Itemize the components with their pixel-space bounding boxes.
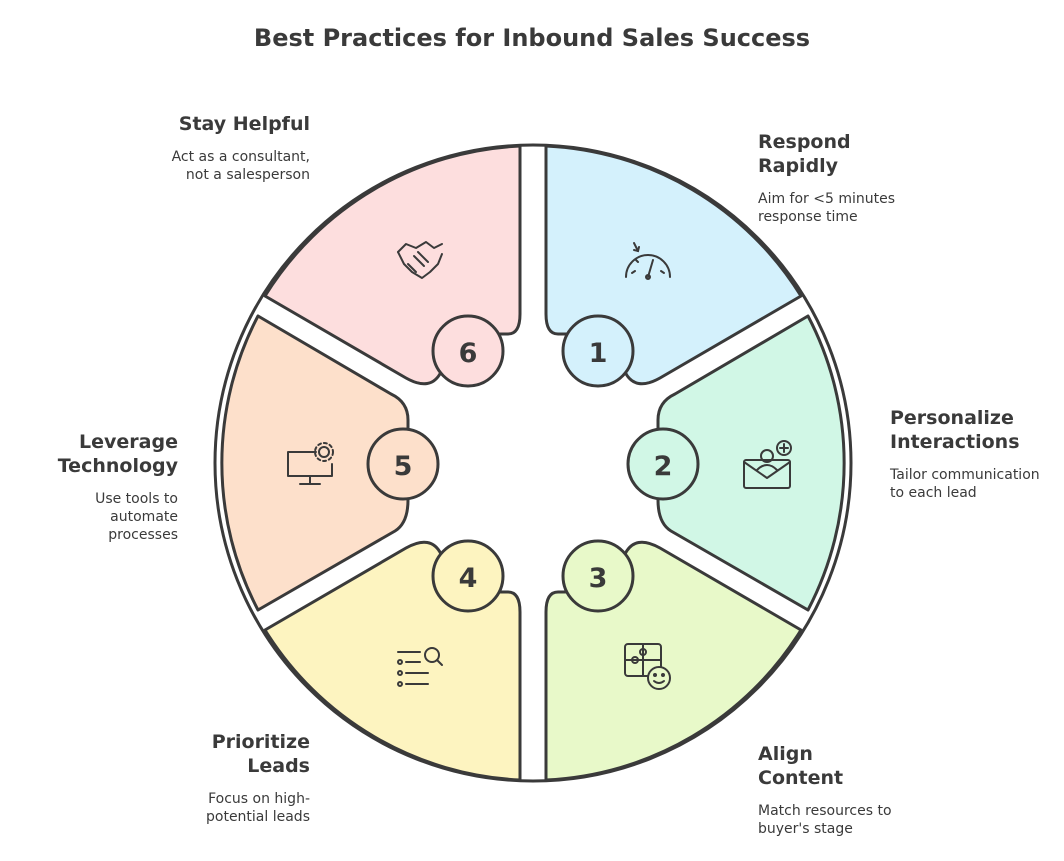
segment-4: 4 (263, 539, 522, 782)
handshake-icon (397, 241, 443, 279)
personalized-mail-icon (743, 440, 792, 489)
segment-6-description: Act as a consultant, not a salesperson (171, 149, 310, 183)
segment-1-label: Respond Rapidly Aim for <5 minutes respo… (758, 130, 898, 226)
segment-2: 2 (626, 314, 846, 612)
segment-5-number: 5 (394, 451, 413, 482)
segment-1: 1 (544, 144, 803, 388)
segment-4-heading: Prioritize Leads (211, 731, 310, 777)
segment-5-heading: Leverage Technology (57, 431, 178, 477)
segment-2-number: 2 (654, 451, 673, 482)
segment-4-badge (431, 539, 505, 613)
segment-1-heading: Respond Rapidly (758, 131, 851, 177)
wheel-outline (213, 143, 853, 783)
segment-3-number: 3 (589, 563, 608, 594)
page-title: Best Practices for Inbound Sales Success (253, 24, 811, 52)
segment-6-number: 6 (459, 338, 478, 369)
segment-3-badge (561, 539, 635, 613)
segment-2-badge (626, 427, 700, 501)
segment-4-number: 4 (459, 563, 478, 594)
segment-2-label: Personalize Interactions Tailor communic… (890, 406, 1040, 502)
segment-1-badge (561, 314, 635, 388)
segment-2-heading: Personalize Interactions (890, 407, 1020, 453)
segment-3-description: Match resources to buyer's stage (758, 803, 892, 837)
segment-5-description: Use tools to automate processes (95, 491, 178, 543)
segment-5-badge (366, 427, 440, 501)
segment-3-heading: Align Content (758, 743, 844, 789)
computer-gear-icon (287, 442, 334, 485)
segment-1-number: 1 (589, 338, 608, 369)
segment-5: 5 (220, 314, 440, 612)
segment-6: 6 (263, 144, 522, 388)
segment-2-description: Tailor communication to each lead (890, 467, 1040, 501)
segment-6-label: Stay Helpful Act as a consultant, not a … (160, 112, 310, 184)
segment-1-description: Aim for <5 minutes response time (758, 191, 896, 225)
segment-5-shape (220, 314, 410, 612)
segment-6-badge (431, 314, 505, 388)
segment-2-shape (656, 314, 846, 612)
list-search-icon (397, 647, 443, 687)
segment-3-label: Align Content Match resources to buyer's… (758, 742, 898, 838)
segment-5-label: Leverage Technology Use tools to automat… (40, 430, 178, 544)
segment-3: 3 (544, 539, 803, 782)
segment-4-description: Focus on high-potential leads (206, 791, 310, 825)
segment-4-label: Prioritize Leads Focus on high-potential… (180, 730, 310, 826)
puzzle-smile-icon (624, 643, 671, 690)
segment-6-heading: Stay Helpful (178, 113, 310, 135)
speedometer-icon (625, 242, 671, 280)
